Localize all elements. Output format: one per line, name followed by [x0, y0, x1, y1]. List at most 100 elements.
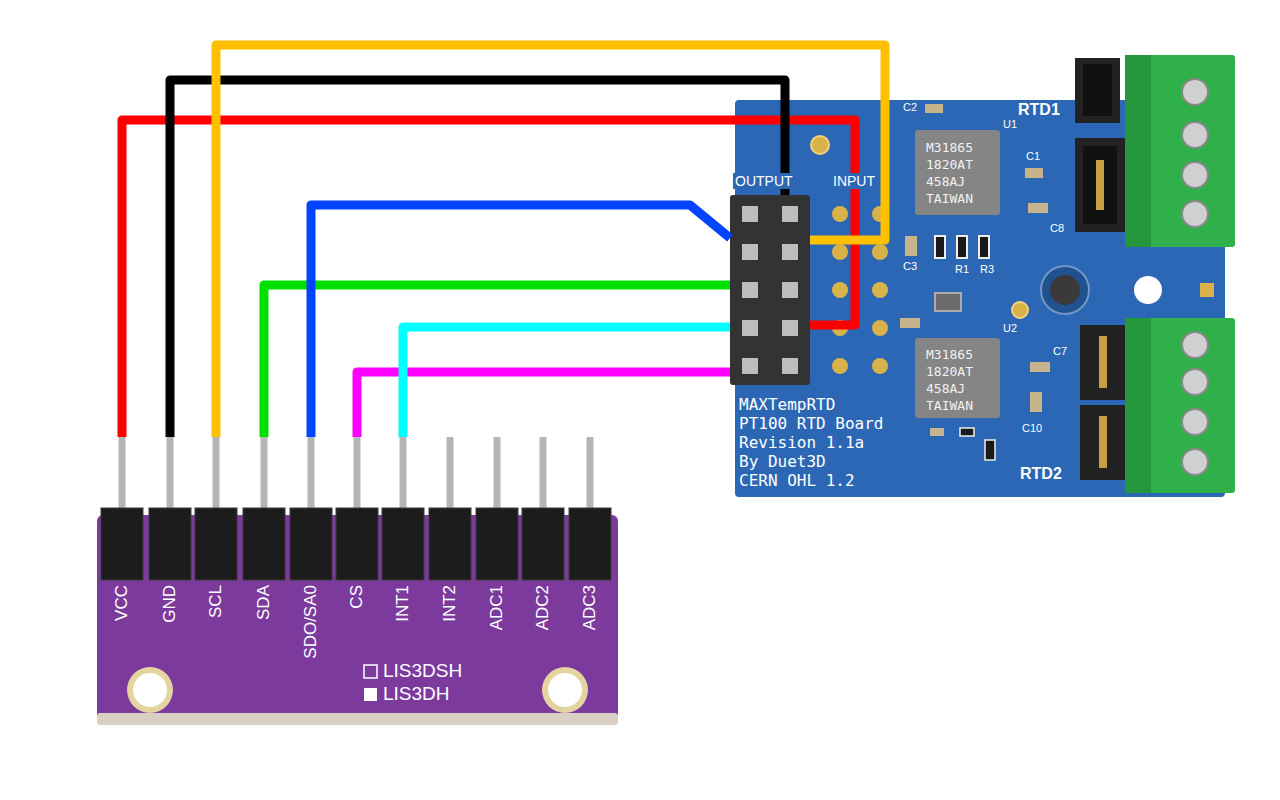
- terminal-screw: [1182, 369, 1208, 395]
- pin-name: ADC3: [580, 585, 600, 630]
- component-reference: C1: [1026, 150, 1040, 163]
- capacitor: [1025, 168, 1043, 178]
- through-hole-pad: [872, 244, 888, 260]
- header-pin: [167, 437, 174, 512]
- pin-name: INT2: [440, 585, 460, 622]
- variant-label: LIS3DH: [383, 683, 450, 705]
- chip-marking: M31865 1820AT 458AJ TAIWAN: [926, 346, 975, 414]
- header-housing: [290, 508, 332, 580]
- header-pin: [742, 320, 758, 336]
- capacitor: [1030, 362, 1050, 372]
- capacitor: [905, 236, 917, 256]
- test-pad: [811, 136, 829, 154]
- pcb-edge: [97, 713, 618, 725]
- through-hole-pad: [872, 206, 888, 222]
- jumper-cap: [1083, 146, 1117, 224]
- jumper-wire: [311, 205, 730, 437]
- through-hole-pad: [832, 244, 848, 260]
- header-housing: [429, 508, 471, 580]
- rtd-board: MAXTempRTDPT100 RTD BoardRevision 1.1aBy…: [735, 100, 1225, 497]
- jumper-wire: [122, 120, 855, 437]
- jumper-pin: [1099, 336, 1107, 388]
- header-pin: [742, 206, 758, 222]
- jumper-wire: [170, 80, 785, 437]
- header-pin: [354, 437, 361, 512]
- inductor: [935, 293, 961, 311]
- header-pin: [213, 437, 220, 512]
- resistor: [985, 440, 995, 460]
- board-title-line: CERN OHL 1.2: [739, 471, 855, 490]
- header-pin: [782, 244, 798, 260]
- terminal-screw: [1182, 409, 1208, 435]
- header-housing: [243, 508, 285, 580]
- component-reference: C10: [1022, 422, 1042, 435]
- component-reference: C8: [1050, 222, 1064, 235]
- header-housing: [476, 508, 518, 580]
- component-reference: U2: [1003, 322, 1017, 335]
- header-pin: [400, 437, 407, 512]
- header-pin: [119, 437, 126, 512]
- header-label: OUTPUT: [733, 173, 795, 189]
- header-pin: [261, 437, 268, 512]
- variant-label: LIS3DSH: [383, 660, 462, 682]
- header-housing: [569, 508, 611, 580]
- terminal-screw: [1182, 122, 1208, 148]
- mounting-hole: [133, 673, 167, 707]
- capacitor: [900, 318, 920, 328]
- jumper-header: [1080, 405, 1130, 480]
- header-pin: [742, 244, 758, 260]
- terminal-screw: [1182, 449, 1208, 475]
- board-title-line: PT100 RTD Board: [739, 414, 884, 433]
- jumper-header: [1075, 58, 1120, 123]
- pin-pad: [1200, 283, 1214, 297]
- terminal-face: [1125, 55, 1151, 247]
- header-pin: [782, 358, 798, 374]
- pin-name: INT1: [393, 585, 413, 622]
- pin-name: SCL: [206, 585, 226, 618]
- terminal-screw: [1182, 201, 1208, 227]
- header-pin: [540, 437, 547, 512]
- empty-checkbox: [364, 665, 377, 678]
- header-pin: [587, 437, 594, 512]
- header-housing: [195, 508, 237, 580]
- terminal-screw: [1182, 79, 1208, 105]
- jumper-cap: [1083, 64, 1112, 116]
- header-housing: [149, 508, 191, 580]
- header-pin: [494, 437, 501, 512]
- capacitor: [925, 104, 943, 113]
- header-pin: [447, 437, 454, 512]
- through-hole-pad: [832, 358, 848, 374]
- input-header: INPUT: [825, 195, 895, 385]
- through-hole-pad: [872, 282, 888, 298]
- component-reference: R3: [980, 263, 994, 276]
- header-pin: [782, 206, 798, 222]
- header-block: [730, 195, 810, 385]
- component-reference: C3: [903, 260, 917, 273]
- header-pin: [742, 358, 758, 374]
- terminal-block: [1125, 55, 1235, 247]
- component-reference: U1: [1003, 118, 1017, 131]
- component-reference: R1: [955, 263, 969, 276]
- board-title-line: MAXTempRTD: [739, 395, 835, 414]
- component-reference: C7: [1053, 345, 1067, 358]
- capacitor: [1030, 392, 1042, 412]
- pin-name: SDA: [254, 585, 274, 620]
- jumper-wire: [216, 45, 885, 437]
- pin-name: SDO/SA0: [301, 585, 321, 659]
- resistor: [960, 428, 974, 436]
- accelerometer-board: LIS3DSHLIS3DH: [97, 437, 618, 725]
- pin-name: ADC2: [533, 585, 553, 630]
- filled-checkbox: [364, 688, 377, 701]
- terminal-face: [1125, 318, 1151, 493]
- channel-label: RTD2: [1020, 465, 1062, 483]
- rtd-board-art: [730, 55, 1235, 497]
- capacitor: [930, 428, 944, 436]
- board-hole: [1134, 276, 1162, 304]
- pin-name: ADC1: [487, 585, 507, 630]
- header-pin: [782, 282, 798, 298]
- through-hole-pad: [832, 320, 848, 336]
- terminal-screw: [1182, 162, 1208, 188]
